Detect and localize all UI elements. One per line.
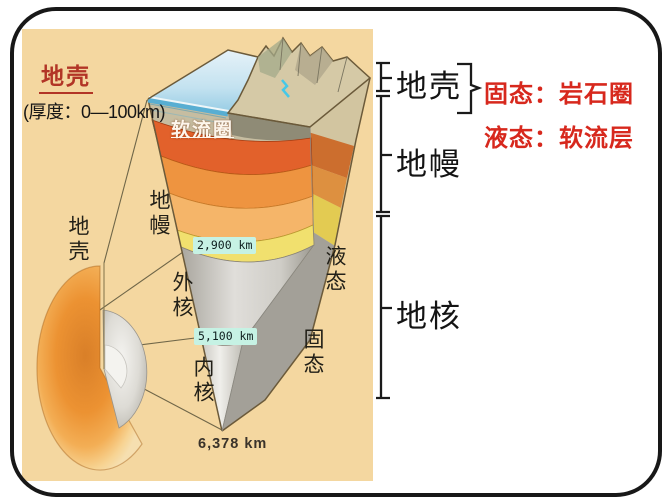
earth-wedge	[147, 36, 372, 432]
inner-core-label: 内核	[191, 356, 214, 406]
asthenosphere-band-label: 软流圈	[171, 120, 235, 141]
outer-core-label: 外核	[170, 271, 193, 321]
legend-crust-label: 地壳	[396, 69, 462, 104]
legend-core-label: 地核	[396, 299, 462, 334]
connector-lines	[96, 99, 223, 431]
wedge-ocean-surface	[148, 50, 258, 113]
annotation-liquid-asthenosphere: 液态：软流层	[484, 125, 634, 152]
legend-mantle-label: 地幔	[396, 147, 462, 182]
depth-label-6378: 6,378 km	[198, 436, 268, 452]
liquid-state-label: 液态	[323, 245, 346, 295]
sphere-mantle-ring	[36, 265, 143, 471]
sphere-inner-core	[104, 344, 128, 389]
legend-brace	[457, 62, 483, 115]
wedge-left-edge	[147, 98, 223, 432]
slide-border	[10, 7, 662, 497]
legend-brackets	[376, 61, 392, 400]
wedge-mantle-label: 地幔	[147, 189, 170, 239]
solid-state-label: 固态	[301, 328, 324, 378]
depth-label-2900: 2,900 km	[193, 237, 257, 254]
depth-label-5100: 5,100 km	[194, 328, 258, 345]
annotation-solid-lithosphere: 固态：岩石圈	[484, 81, 634, 108]
sphere-crust-label: 地壳	[66, 215, 89, 265]
crust-title: 地壳	[39, 57, 93, 94]
earth-sphere-cutaway	[36, 263, 148, 471]
crust-thickness-note: (厚度：0—100km)	[23, 102, 166, 122]
river-icon	[281, 79, 290, 98]
